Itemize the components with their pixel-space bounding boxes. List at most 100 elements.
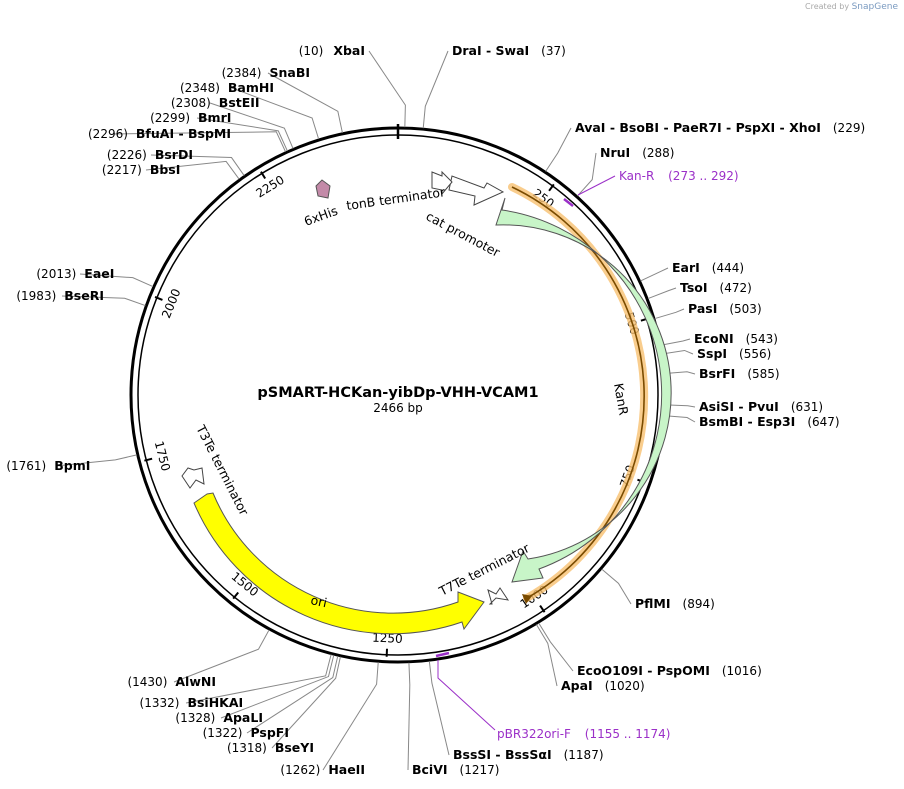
tick-mark [548, 183, 555, 192]
restriction-site-label[interactable]: EarI(444) [672, 260, 744, 275]
site-name: SspI [697, 346, 727, 361]
kan-r-primer-label[interactable]: Kan-R (273 .. 292) [619, 169, 739, 183]
kan-r-primer-range: (273 .. 292) [668, 169, 738, 183]
site-name: BsrDI [155, 147, 193, 162]
site-leader-line [231, 87, 320, 140]
restriction-site-label[interactable]: BsmBI - Esp3I(647) [699, 414, 840, 429]
restriction-site-labels: (10)XbaI DraI - SwaI(37) AvaI - BsoBI - Pa… [6, 43, 865, 777]
restriction-site-label[interactable]: (2348)BamHI [180, 80, 274, 95]
restriction-site-label[interactable]: (1430)AlwNI [127, 674, 216, 689]
site-name: TsoI [680, 280, 708, 295]
site-position: (1332) [140, 696, 180, 710]
restriction-site-label[interactable]: (1328)ApaLI [175, 710, 263, 725]
site-position: (2384) [222, 66, 262, 80]
site-position: (2217) [102, 163, 142, 177]
restriction-site-label[interactable]: AvaI - BsoBI - PaeR7I - PspXI - XhoI(229… [575, 120, 865, 135]
restriction-site-label[interactable]: (2217)BbsI [102, 162, 180, 177]
site-leader-line [271, 656, 341, 749]
site-leader-line [662, 349, 694, 355]
restriction-site-label[interactable]: (2299)BmrI [150, 110, 231, 125]
ori-label: ori [309, 592, 328, 610]
restriction-site-label[interactable]: (1761)BpmI [6, 458, 90, 473]
restriction-site-label[interactable]: (1332) BsiHKAI [140, 695, 244, 710]
site-position: (2299) [150, 111, 190, 125]
kanr-feature[interactable] [495, 197, 672, 583]
credit-text: Created by [805, 2, 850, 11]
restriction-site-label[interactable]: BsrFI(585) [699, 366, 780, 381]
snapgene-credit: Created by SnapGene [805, 2, 898, 12]
restriction-site-label[interactable]: PasI(503) [688, 301, 762, 316]
site-position: (2296) [88, 127, 128, 141]
pbr322ori-f-primer-label[interactable]: pBR322ori-F (1155 .. 1174) [497, 727, 670, 741]
t3te-terminator-feature[interactable] [181, 467, 205, 489]
site-leader-line [545, 127, 572, 172]
restriction-site-label[interactable]: (2308)BstEII [171, 95, 260, 110]
restriction-site-label[interactable]: (2226) BsrDI [107, 147, 193, 162]
site-name: EcoO109I - PspOMI [577, 663, 710, 678]
site-name: NruI [600, 145, 630, 160]
restriction-site-label[interactable]: (1318)BseYI [227, 740, 314, 755]
site-position: (1983) [16, 289, 56, 303]
site-position: (10) [299, 44, 324, 58]
site-position: (2226) [107, 148, 147, 162]
site-leader-line [577, 152, 597, 197]
cat-promoter-label: cat promoter [424, 208, 504, 260]
restriction-site-label[interactable]: (2013)EaeI [36, 266, 114, 281]
site-leader-line [654, 308, 685, 320]
site-name: BstEII [219, 95, 260, 110]
site-name: BsiHKAI [187, 695, 243, 710]
site-leader-lines [55, 50, 696, 771]
restriction-site-label[interactable]: AsiSI - PvuI(631) [699, 399, 823, 414]
kan-r-primer-leader [577, 175, 616, 196]
site-leader-line [209, 102, 294, 149]
tick-mark [232, 591, 240, 600]
t7te-terminator-feature[interactable] [487, 587, 510, 605]
site-name: EaeI [84, 266, 114, 281]
6xhis-feature[interactable] [315, 179, 331, 199]
site-leader-line [173, 629, 270, 683]
site-name: HaeII [328, 762, 365, 777]
restriction-site-label[interactable]: BssSI - BssSαI(1187) [453, 747, 604, 762]
tick-label: 1250 [372, 631, 403, 646]
cat-promoter-feature[interactable] [448, 175, 505, 206]
kanr-label: KanR [611, 382, 631, 417]
site-leader-line [407, 662, 411, 771]
restriction-site-label[interactable]: PflMI(894) [635, 596, 715, 611]
pbr322ori-f-primer-leader [437, 660, 496, 731]
site-leader-line [267, 72, 343, 133]
kan-r-primer-name: Kan-R [619, 169, 654, 183]
restriction-site-label[interactable]: (2384)SnaBI [222, 65, 310, 80]
site-leader-line [661, 338, 691, 346]
ori-feature[interactable] [193, 492, 485, 635]
site-name: BseRI [64, 288, 104, 303]
pbr322ori-f-primer-name: pBR322ori-F [497, 727, 571, 741]
restriction-site-label[interactable]: SspI(556) [697, 346, 771, 361]
restriction-site-label[interactable]: (10)XbaI [299, 43, 365, 58]
site-position: (444) [712, 261, 744, 275]
site-leader-line [665, 415, 696, 423]
site-name: BpmI [54, 458, 90, 473]
site-leader-line [220, 655, 335, 719]
restriction-site-label[interactable]: BciVI(1217) [412, 762, 499, 777]
restriction-site-label[interactable]: (1262)HaeII [280, 762, 365, 777]
restriction-site-label[interactable]: TsoI(472) [680, 280, 752, 295]
restriction-site-label[interactable]: (2296) BfuAI - BspMI [88, 126, 231, 141]
site-name: BciVI [412, 762, 448, 777]
tick-label: 2000 [159, 287, 183, 321]
restriction-site-label[interactable]: (1983) BseRI [16, 288, 104, 303]
site-position: (1318) [227, 741, 267, 755]
site-leader-line [150, 154, 245, 176]
site-name: PasI [688, 301, 717, 316]
tonb-terminator-feature[interactable] [431, 170, 453, 196]
restriction-site-label[interactable]: (1322)PspFI [203, 725, 289, 740]
site-name: BfuAI - BspMI [136, 126, 231, 141]
site-leader-line [185, 654, 332, 704]
restriction-site-label[interactable]: EcoNI(543) [694, 331, 778, 346]
restriction-site-label[interactable]: NruI(288) [600, 145, 674, 160]
site-leader-line [538, 622, 574, 672]
restriction-site-label[interactable]: DraI - SwaI(37) [452, 43, 566, 58]
plasmid-name: pSMART-HCKan-yibDp-VHH-VCAM1 [257, 385, 538, 401]
restriction-site-label[interactable]: ApaI(1020) [561, 678, 645, 693]
restriction-site-label[interactable]: EcoO109I - PspOMI(1016) [577, 663, 762, 678]
site-name: AvaI - BsoBI - PaeR7I - PspXI - XhoI [575, 120, 821, 135]
